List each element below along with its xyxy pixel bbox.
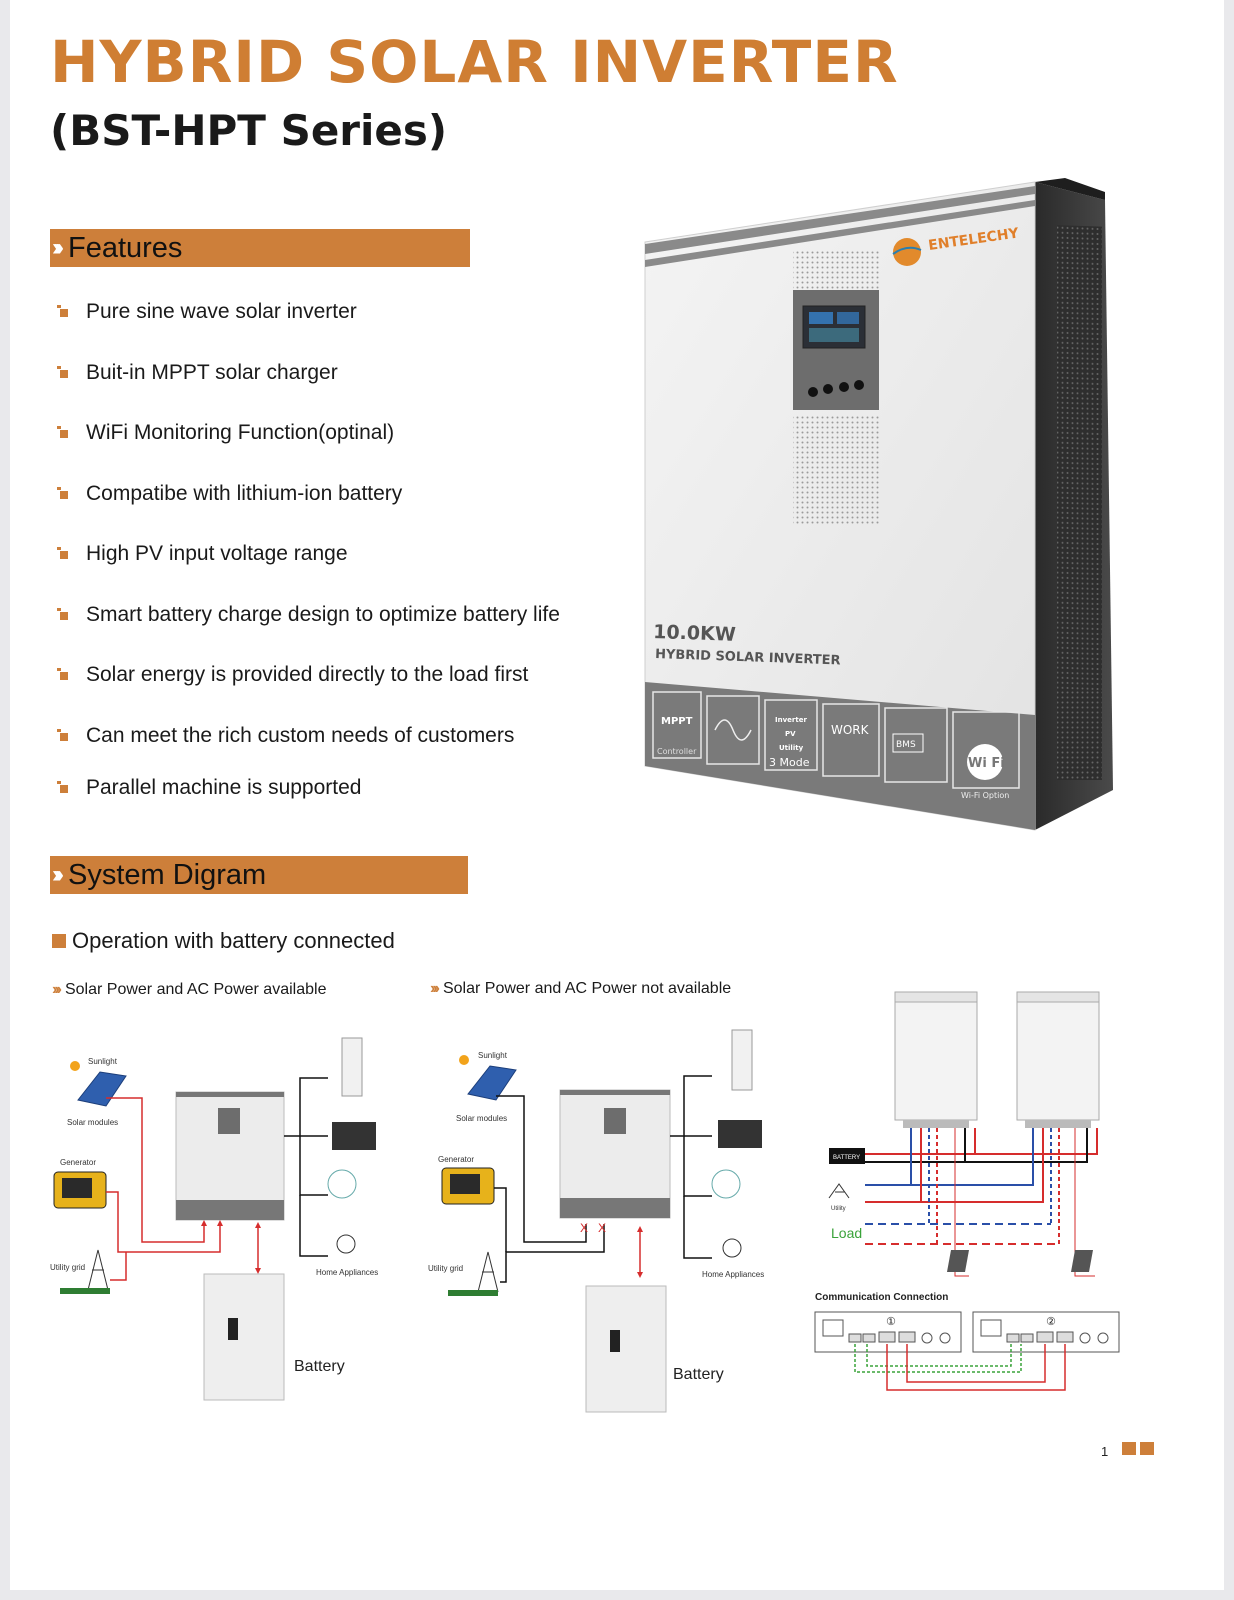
- operation-title: Operation with battery connected: [52, 928, 395, 954]
- pv-panel-icon: [947, 1250, 969, 1272]
- svg-text:MPPT: MPPT: [661, 716, 693, 727]
- feature-item: Pure sine wave solar inverter: [56, 300, 560, 361]
- bullet-icon: [57, 426, 68, 438]
- svg-text:Home Appliances: Home Appliances: [316, 1268, 378, 1277]
- svg-text:Communication Connection: Communication Connection: [815, 1292, 948, 1303]
- document-page: HYBRID SOLAR INVERTER (BST-HPT Series) ›…: [10, 0, 1224, 1590]
- system-diagram-heading-label: System Digram: [67, 858, 267, 891]
- inverter-product-image: ENTELECHY 10.0KW HYBRID SOLAR INVERTER M…: [644, 178, 1113, 831]
- svg-text:Generator: Generator: [438, 1155, 474, 1164]
- svg-text:Battery: Battery: [294, 1358, 345, 1375]
- chevron-icon: ›››: [52, 861, 64, 888]
- page-marker-icon: [1140, 1442, 1154, 1455]
- svg-text:Wi-Fi Option: Wi-Fi Option: [961, 791, 1009, 800]
- air-conditioner-icon: [731, 1029, 753, 1091]
- utility-tower-icon: [477, 1251, 499, 1293]
- features-list: Pure sine wave solar inverter Buit-in MP…: [56, 300, 560, 836]
- fan-icon: [711, 1169, 741, 1199]
- feature-item: Parallel machine is supported: [56, 776, 560, 837]
- feature-item: High PV input voltage range: [56, 542, 560, 603]
- bullet-icon: [57, 547, 68, 559]
- bullet-icon: [57, 305, 68, 317]
- sun-icon: [459, 1055, 469, 1065]
- solar-panel-icon: [77, 1071, 127, 1107]
- utility-tower-icon: [87, 1249, 109, 1291]
- page-subtitle: (BST-HPT Series): [50, 106, 448, 155]
- svg-text:Home Appliances: Home Appliances: [702, 1270, 764, 1279]
- feature-item: Solar energy is provided directly to the…: [56, 663, 560, 724]
- parallel-connection-diagram: BATTERY Utility Load Communication Conne…: [814, 991, 1120, 1391]
- model-power-text: 10.0KW: [653, 621, 736, 646]
- battery-icon: [585, 1285, 667, 1413]
- features-heading-label: Features: [67, 231, 183, 264]
- model-name-text: HYBRID SOLAR INVERTER: [655, 647, 841, 668]
- svg-text:Generator: Generator: [60, 1158, 96, 1167]
- page-marker-icon: [1122, 1442, 1136, 1455]
- page-title: HYBRID SOLAR INVERTER: [50, 28, 899, 96]
- feature-item: WiFi Monitoring Function(optinal): [56, 421, 560, 482]
- svg-text:Utility grid: Utility grid: [428, 1264, 463, 1273]
- square-bullet-icon: [52, 934, 66, 948]
- bullet-icon: [57, 668, 68, 680]
- computer-icon: [718, 1120, 762, 1148]
- feature-item: Can meet the rich custom needs of custom…: [56, 724, 560, 776]
- light-bulb-icon: [336, 1234, 356, 1254]
- svg-text:X: X: [580, 1221, 588, 1235]
- chevron-icon: ›››: [52, 234, 64, 261]
- diagram2-heading: ›››Solar Power and AC Power not availabl…: [430, 980, 732, 997]
- air-conditioner-icon: [341, 1037, 363, 1097]
- svg-text:②: ②: [1046, 1315, 1056, 1328]
- svg-text:Controller: Controller: [657, 747, 697, 756]
- computer-icon: [332, 1122, 376, 1150]
- diagram1-wiring: Sunlight Solar modules Generator Utility…: [50, 1037, 378, 1401]
- svg-text:3 Mode: 3 Mode: [769, 756, 810, 769]
- bullet-icon: [57, 365, 68, 378]
- solar-panel-icon: [467, 1065, 517, 1101]
- chevron-icon: ›››: [52, 981, 62, 998]
- svg-text:WORK: WORK: [831, 723, 870, 737]
- bullet-icon: [57, 780, 68, 793]
- feature-item: Buit-in MPPT solar charger: [56, 361, 560, 422]
- svg-text:Sunlight: Sunlight: [88, 1057, 118, 1066]
- chevron-icon: ›››: [430, 980, 440, 997]
- svg-text:①: ①: [886, 1315, 896, 1328]
- svg-text:X: X: [598, 1221, 606, 1235]
- svg-text:Utility: Utility: [831, 1206, 846, 1212]
- battery-icon: [203, 1273, 285, 1401]
- bullet-icon: [57, 728, 68, 741]
- inverter-unit-2: [1016, 991, 1100, 1121]
- svg-text:Inverter: Inverter: [775, 716, 807, 724]
- svg-text:PV: PV: [785, 730, 796, 738]
- diagram2-wiring: Sunlight Solar modules Generator Utility…: [428, 1029, 764, 1413]
- svg-text:Utility grid: Utility grid: [50, 1263, 85, 1272]
- light-bulb-icon: [722, 1238, 742, 1258]
- bullet-icon: [57, 486, 68, 499]
- pv-panel-icon: [1071, 1250, 1093, 1272]
- sun-icon: [70, 1061, 80, 1071]
- inverter-unit-1: [894, 991, 978, 1121]
- svg-text:Wi Fi: Wi Fi: [968, 756, 1005, 771]
- utility-icon: [828, 1183, 850, 1199]
- feature-item: Compatibe with lithium-ion battery: [56, 482, 560, 543]
- features-heading: ››› Features: [50, 229, 470, 267]
- svg-text:Solar modules: Solar modules: [456, 1114, 507, 1123]
- svg-text:Utility: Utility: [779, 744, 804, 752]
- svg-text:Sunlight: Sunlight: [478, 1051, 508, 1060]
- battery-tag: [829, 1148, 865, 1164]
- svg-text:BMS: BMS: [896, 740, 916, 750]
- system-diagram-heading: ››› System Digram: [50, 856, 468, 894]
- svg-text:Solar modules: Solar modules: [67, 1118, 118, 1127]
- bullet-icon: [57, 607, 68, 620]
- page-number: 1: [1101, 1444, 1109, 1459]
- diagram1-heading: ›››Solar Power and AC Power available: [52, 981, 327, 998]
- svg-text:Load: Load: [831, 1225, 862, 1241]
- svg-text:BATTERY: BATTERY: [833, 1155, 860, 1161]
- fan-icon: [327, 1169, 357, 1199]
- svg-text:Battery: Battery: [673, 1366, 724, 1383]
- feature-item: Smart battery charge design to optimize …: [56, 603, 560, 664]
